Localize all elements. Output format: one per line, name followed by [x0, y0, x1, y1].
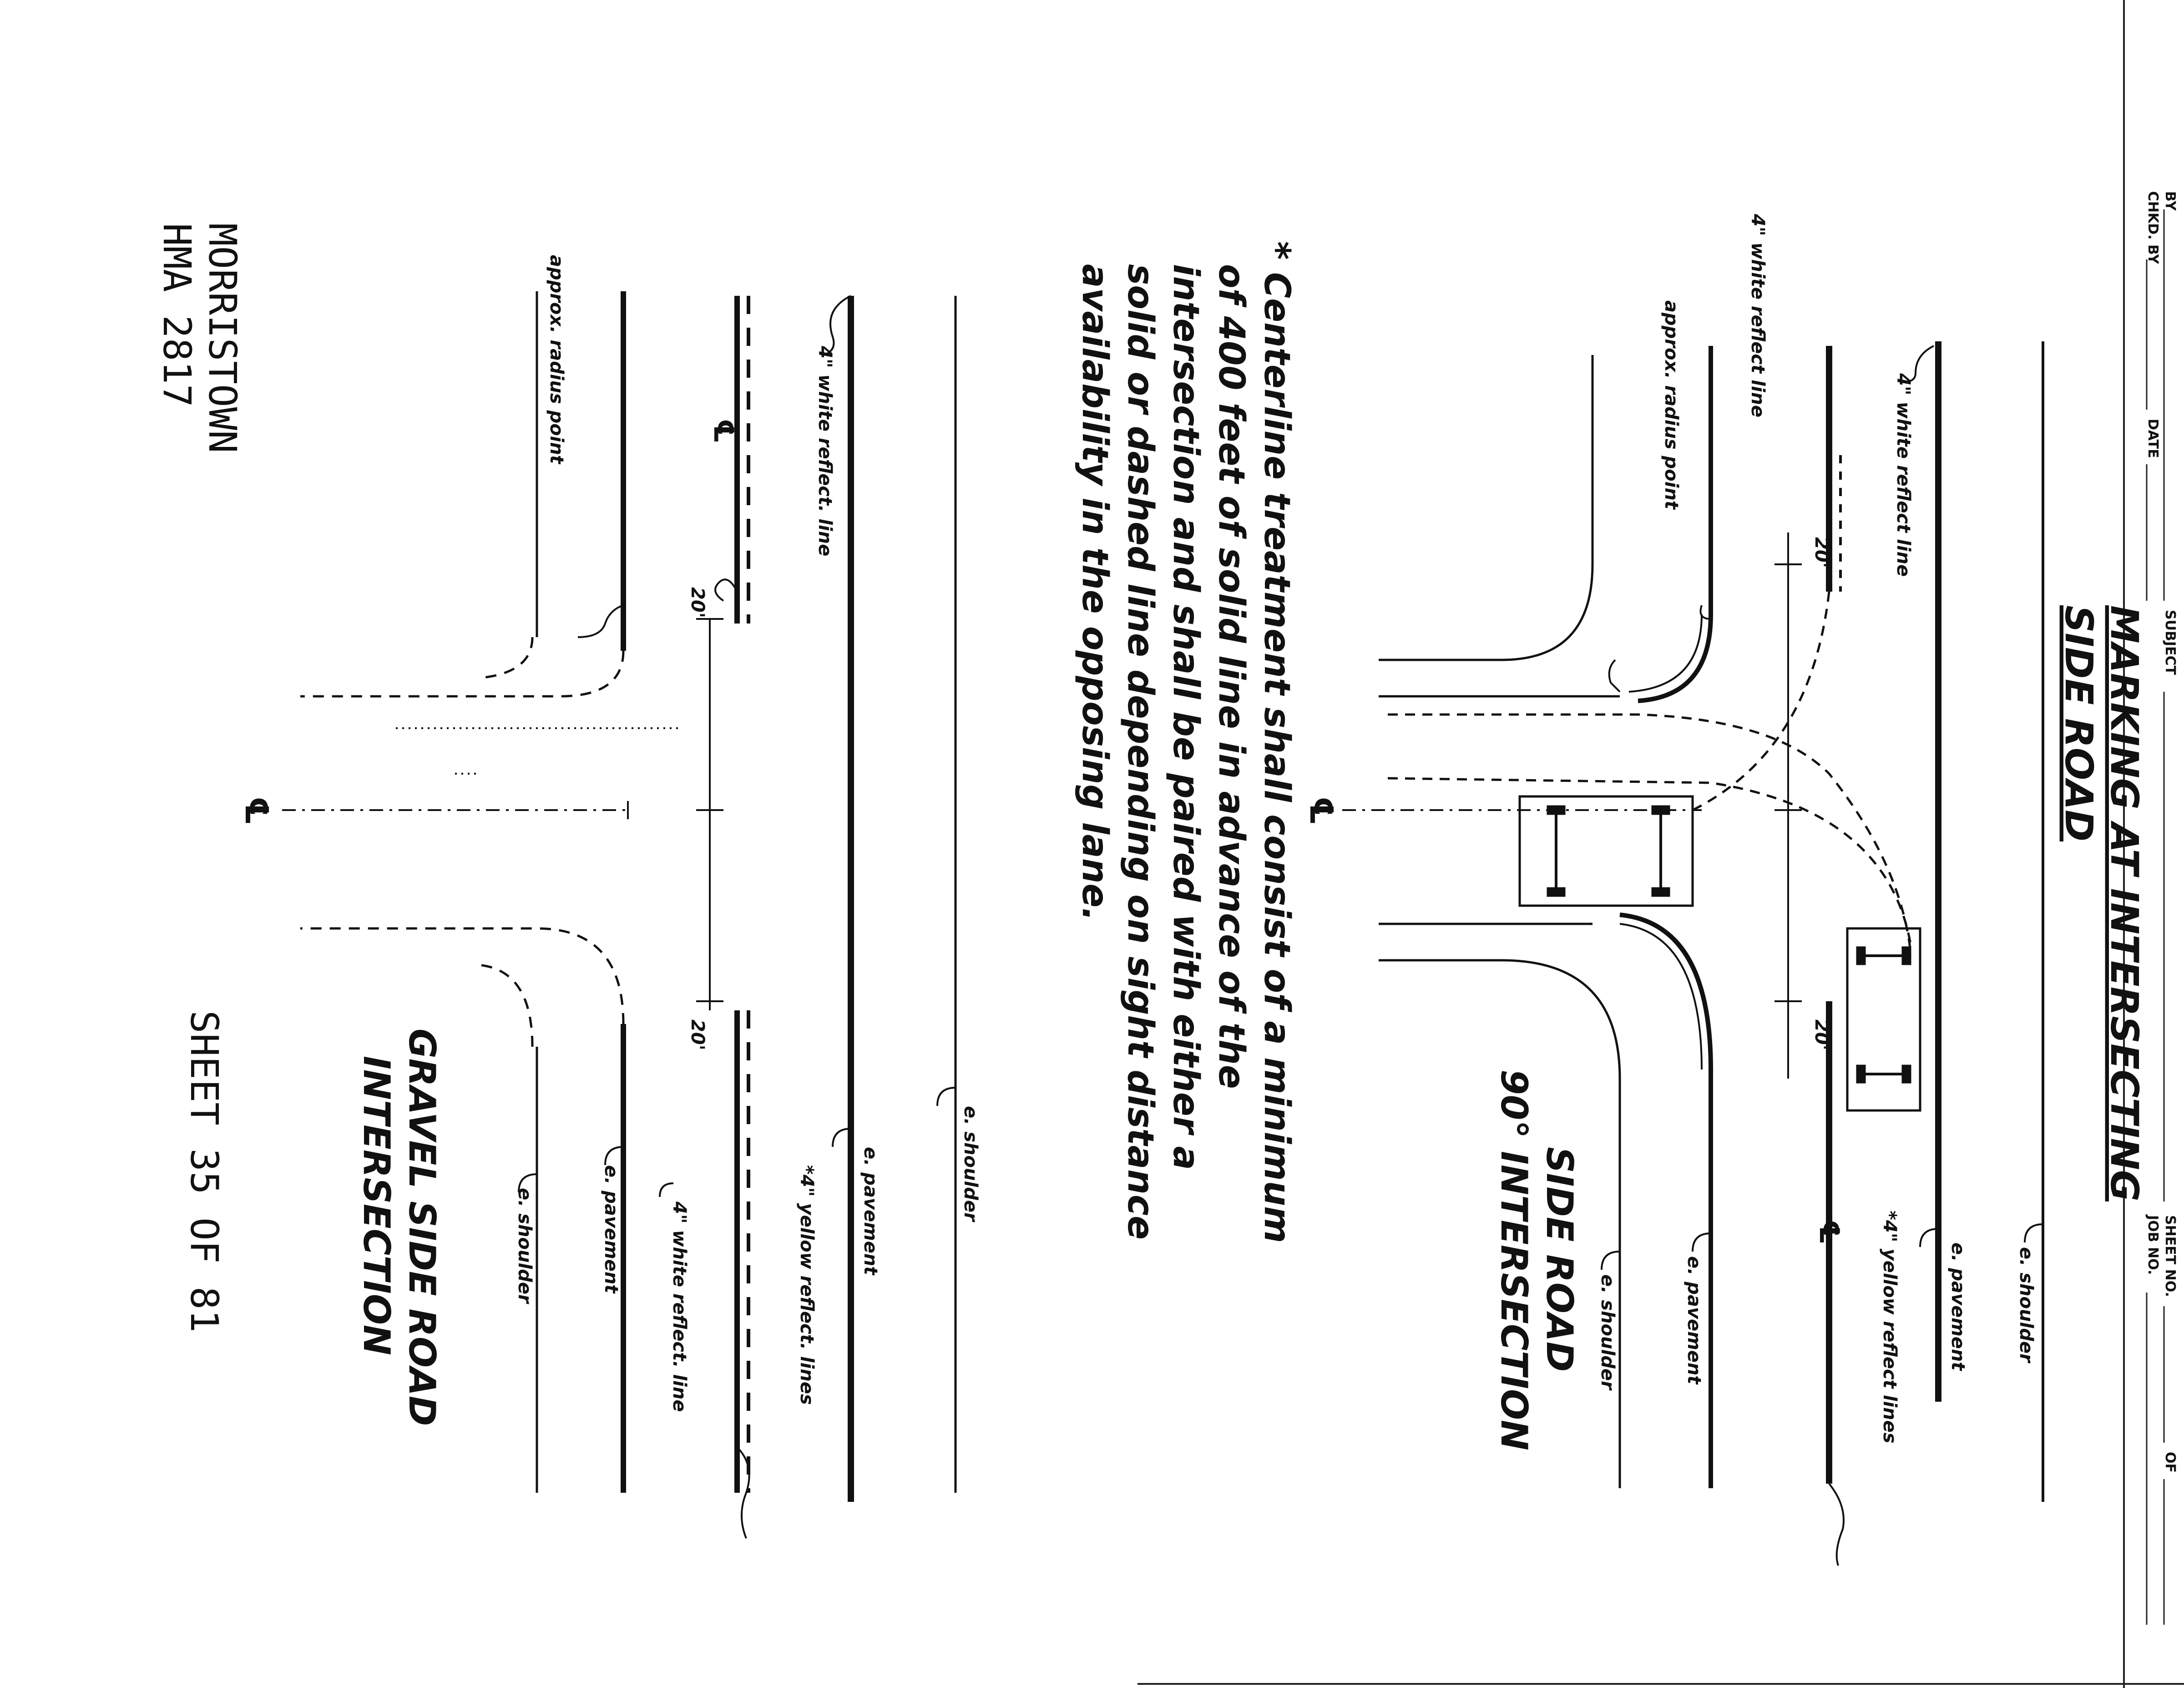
bottom-dimension-left: 20' — [687, 587, 708, 618]
bottom-dimension-right: 20' — [687, 1019, 708, 1050]
top-white-line-left-inner — [1628, 614, 1703, 693]
top-diagram — [1342, 341, 2044, 1566]
header-job-no: JOB NO. — [2145, 1214, 2161, 1275]
top-centerline-symbol: ℄ — [1303, 796, 1340, 825]
top-turn-path-2 — [1387, 777, 1912, 947]
bottom-label-e-shoulder-b: e. shoulder — [514, 1188, 535, 1304]
note-line5: availability in the opposing lane. — [1074, 264, 1115, 921]
top-label-90-intersection: 90° INTERSECTION — [1493, 1070, 1535, 1450]
footer-location-2: HMA 2817 — [155, 223, 199, 407]
bottom-label-intersection: INTERSECTION — [355, 1056, 398, 1355]
footer-location-1: MORRISTOWN — [200, 223, 245, 453]
centerline-note: * Centerline treatment shall consist of … — [1074, 241, 1297, 1243]
top-label-e-pavement-mid: e. pavement — [1684, 1256, 1704, 1385]
top-leader-6 — [1692, 1232, 1711, 1252]
top-turn-path-1 — [1388, 713, 1912, 956]
bottom-leader-9 — [659, 1182, 674, 1197]
bottom-label-white-reflect-line-b: 4" white reflect. line — [669, 1201, 690, 1412]
top-label-e-pavement-top: e. pavement — [1947, 1242, 1968, 1371]
top-leader-2 — [1919, 1228, 1939, 1247]
bottom-centerline-symbol: ℄ — [238, 796, 275, 825]
top-label-e-shoulder-bottom: e. shoulder — [1597, 1274, 1618, 1391]
top-leader-3 — [1828, 1483, 1845, 1566]
title-line1: MARKING AT INTERSECTING — [2102, 605, 2147, 1201]
header-of: OF — [2162, 1452, 2178, 1473]
bottom-radius-right-1 — [300, 927, 625, 1024]
bottom-label-e-shoulder-a: e. shoulder — [960, 1106, 981, 1222]
footer-block: MORRISTOWN HMA 2817 SHEET 35 OF 81 — [155, 223, 245, 1333]
top-vehicle-1 — [1518, 795, 1694, 907]
bottom-leader-7 — [604, 1146, 624, 1166]
top-leader-8 — [2024, 1223, 2043, 1243]
note-line4: solid or dashed line depending on sight … — [1120, 264, 1161, 1240]
bottom-leader-2 — [714, 578, 738, 602]
bottom-leader-6 — [736, 1446, 750, 1539]
bottom-label-gravel-side-road: GRAVEL SIDE ROAD — [401, 1029, 443, 1426]
top-leader-7 — [1601, 1251, 1620, 1270]
top-label-e-shoulder-top: e. shoulder — [2016, 1247, 2037, 1364]
top-label-side-road: SIDE ROAD — [1538, 1147, 1581, 1372]
header-date: DATE — [2145, 419, 2161, 458]
top-leader-4 — [1699, 605, 1711, 620]
bottom-diagram — [282, 291, 957, 1539]
bottom-leader-1 — [823, 295, 851, 356]
title-block: MARKING AT INTERSECTING SIDE ROAD — [2057, 605, 2147, 1201]
note-line2: of 400 feet of solid line in advance of … — [1211, 264, 1252, 1089]
top-centerline-symbol-2: ℄ — [1813, 1220, 1845, 1244]
note-line3: intersection and shall be paired with ei… — [1165, 264, 1206, 1170]
bottom-label-yellow-reflect-lines: *4" yellow reflect. lines — [796, 1165, 817, 1405]
top-label-yellow-reflect-lines: *4" yellow reflect lines — [1879, 1211, 1900, 1444]
bottom-label-approx-radius-point: approx. radius point — [546, 255, 567, 465]
note-line1: * Centerline treatment shall consist of … — [1256, 241, 1297, 1243]
bottom-label-e-pavement-b: e. pavement — [601, 1165, 622, 1294]
top-dimension-left: 20' — [1811, 537, 1832, 568]
top-white-line-right — [1619, 912, 1713, 1488]
header-sheet-no: SHEET NO. — [2162, 1215, 2178, 1297]
top-vehicle-2 — [1846, 927, 1921, 1112]
bottom-label-e-pavement-a: e. pavement — [860, 1147, 881, 1276]
top-diagram-labels: SIDE ROAD 90° INTERSECTION 4" white refl… — [1303, 213, 2037, 1450]
title-line2: SIDE ROAD — [2057, 605, 2101, 841]
top-dimension-right: 20' — [1811, 1019, 1832, 1050]
bottom-radius-left-2 — [477, 637, 534, 679]
header-strip: BY CHKD. BY DATE SUBJECT SHEET NO. OF JO… — [1138, 0, 2184, 1688]
bottom-radius-right-2 — [477, 963, 534, 1047]
top-leader-1 — [1901, 345, 1934, 383]
top-turn-path-3 — [1692, 591, 1830, 811]
top-label-approx-radius-point: approx. radius point — [1661, 300, 1682, 510]
bottom-leader-8 — [518, 1173, 537, 1193]
top-label-white-reflect-line-a: 4" white reflect line — [1893, 373, 1914, 577]
top-leader-5 — [1608, 659, 1621, 693]
top-shoulder-right — [1379, 959, 1621, 1488]
header-chkd-by: CHKD. BY — [2145, 191, 2161, 264]
bottom-leader-4 — [936, 1087, 956, 1106]
top-shoulder-left — [1379, 355, 1594, 661]
top-label-white-reflect-line-b: 4" white reflect line — [1747, 213, 1768, 417]
bottom-label-white-reflect-line-a: 4" white reflect. line — [814, 345, 835, 556]
top-white-line-left — [1638, 346, 1713, 703]
bottom-leader-3 — [577, 604, 624, 638]
bottom-diagram-labels: GRAVEL SIDE ROAD INTERSECTION 4" white r… — [238, 255, 981, 1426]
header-subject: SUBJECT — [2162, 610, 2178, 675]
bottom-leader-5 — [832, 1128, 851, 1147]
bottom-radius-left-1 — [300, 650, 625, 698]
top-white-line-right-inner — [1619, 923, 1703, 1070]
header-by: BY — [2162, 191, 2178, 211]
bottom-centerline-symbol-2: ℄ — [708, 419, 739, 443]
footer-sheet-number: SHEET 35 OF 81 — [182, 1010, 227, 1333]
